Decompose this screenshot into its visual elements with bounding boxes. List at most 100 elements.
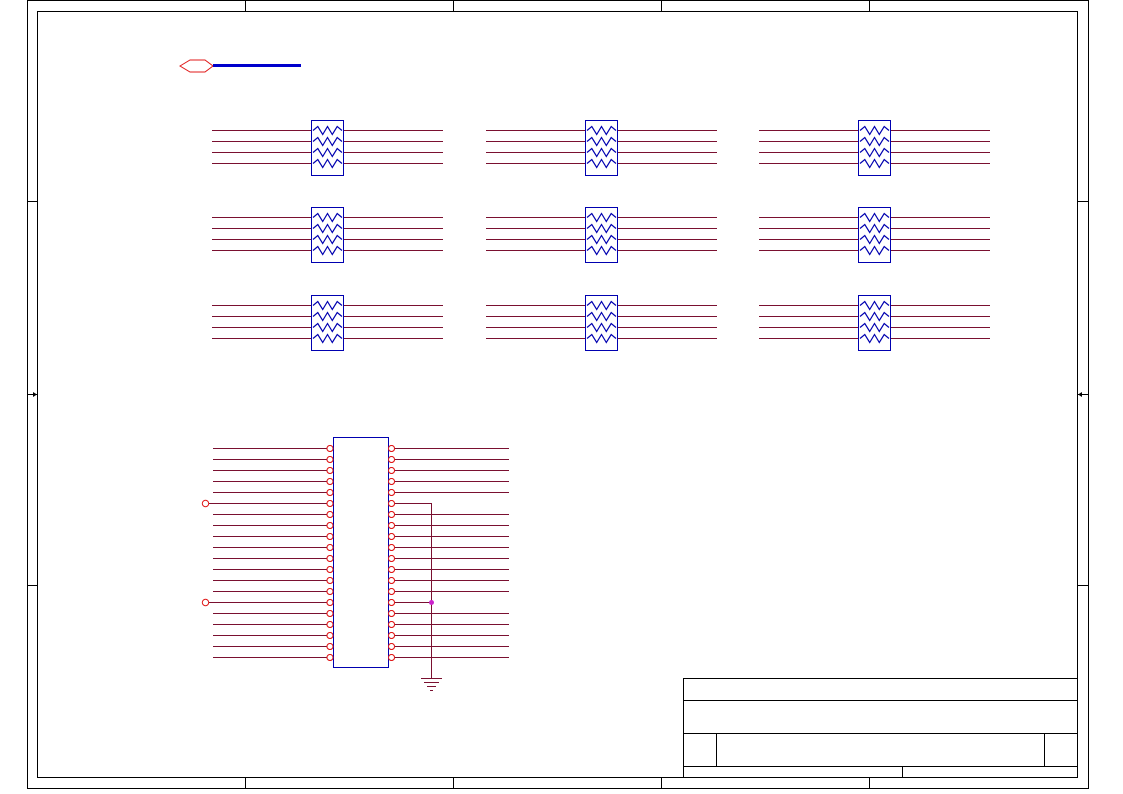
resistor-network-body bbox=[858, 120, 891, 176]
pin-end bbox=[326, 632, 334, 639]
pin-end bbox=[326, 610, 334, 617]
resistor-element bbox=[859, 147, 890, 158]
bus-port[interactable] bbox=[179, 59, 301, 73]
resistor-network bbox=[212, 120, 443, 176]
inner-border bbox=[37, 11, 1078, 778]
off-page-port bbox=[201, 598, 210, 607]
pin-end bbox=[388, 467, 395, 474]
pin-end bbox=[388, 610, 395, 617]
resistor-element bbox=[312, 158, 343, 169]
resistor-element bbox=[312, 322, 343, 333]
resistor-element bbox=[312, 234, 343, 245]
resistor-element bbox=[586, 245, 617, 256]
resistor-element bbox=[859, 245, 890, 256]
center-arrow-right bbox=[1078, 392, 1082, 397]
pin-end bbox=[388, 566, 395, 573]
pin-end bbox=[326, 467, 334, 474]
resistor-network bbox=[212, 207, 443, 263]
resistor-network bbox=[212, 295, 443, 351]
off-page-port bbox=[201, 499, 210, 508]
resistor-network-body bbox=[585, 295, 618, 351]
pin-end bbox=[388, 445, 395, 452]
resistor-network-body bbox=[311, 120, 344, 176]
resistor-network bbox=[486, 120, 717, 176]
resistor-element bbox=[859, 125, 890, 136]
sheet-frame bbox=[27, 0, 1089, 789]
resistor-element bbox=[859, 212, 890, 223]
center-arrow-left bbox=[33, 392, 37, 397]
resistor-element bbox=[312, 245, 343, 256]
outer-border bbox=[27, 0, 1089, 789]
pin-end bbox=[388, 478, 395, 485]
pin-end bbox=[388, 522, 395, 529]
resistor-network bbox=[759, 120, 990, 176]
resistor-element bbox=[859, 333, 890, 344]
pin-end bbox=[326, 522, 334, 529]
pin-end bbox=[326, 599, 334, 606]
pin-end bbox=[388, 489, 395, 496]
resistor-element bbox=[312, 300, 343, 311]
resistor-element bbox=[586, 212, 617, 223]
pin-end bbox=[388, 621, 395, 628]
resistor-element bbox=[859, 234, 890, 245]
pin-end bbox=[388, 654, 395, 661]
pin-end bbox=[326, 456, 334, 463]
resistor-network-body bbox=[311, 207, 344, 263]
resistor-element bbox=[586, 125, 617, 136]
bus-port-shape bbox=[179, 59, 214, 73]
resistor-network bbox=[759, 207, 990, 263]
pin-end bbox=[326, 478, 334, 485]
junction-dot bbox=[429, 600, 434, 605]
resistor-element bbox=[586, 147, 617, 158]
resistor-element bbox=[586, 311, 617, 322]
resistor-network bbox=[759, 295, 990, 351]
resistor-element bbox=[312, 333, 343, 344]
resistor-element bbox=[586, 234, 617, 245]
connector-section bbox=[201, 437, 509, 691]
resistor-element bbox=[312, 147, 343, 158]
pin-end bbox=[388, 632, 395, 639]
resistor-element bbox=[859, 311, 890, 322]
title-block-frame bbox=[683, 678, 1078, 778]
pin-end bbox=[388, 544, 395, 551]
pin-end bbox=[326, 489, 334, 496]
pin-end bbox=[326, 588, 334, 595]
pin-end bbox=[388, 588, 395, 595]
pin-end bbox=[326, 654, 334, 661]
pin-end bbox=[388, 599, 395, 606]
resistor-network-body bbox=[858, 207, 891, 263]
pin-end bbox=[388, 577, 395, 584]
resistor-network bbox=[486, 295, 717, 351]
resistor-element bbox=[312, 136, 343, 147]
pin-end bbox=[388, 533, 395, 540]
pin-end bbox=[326, 643, 334, 650]
connector-body bbox=[333, 437, 389, 668]
pin-end bbox=[326, 555, 334, 562]
pin-end bbox=[326, 621, 334, 628]
pin-end bbox=[326, 500, 334, 507]
resistor-element bbox=[586, 333, 617, 344]
resistor-network-body bbox=[858, 295, 891, 351]
pin-end bbox=[326, 544, 334, 551]
resistor-element bbox=[312, 311, 343, 322]
pin-end bbox=[326, 533, 334, 540]
pin-end bbox=[388, 500, 395, 507]
resistor-element bbox=[586, 158, 617, 169]
resistor-element bbox=[312, 212, 343, 223]
resistor-element bbox=[859, 322, 890, 333]
resistor-element bbox=[586, 300, 617, 311]
resistor-network-body bbox=[311, 295, 344, 351]
pin-end bbox=[388, 643, 395, 650]
resistor-element bbox=[586, 322, 617, 333]
resistor-element bbox=[859, 158, 890, 169]
pin-end bbox=[326, 511, 334, 518]
pin-end bbox=[326, 566, 334, 573]
title-block bbox=[683, 678, 1078, 778]
resistor-element bbox=[859, 300, 890, 311]
pin-end bbox=[388, 456, 395, 463]
pin-end bbox=[388, 511, 395, 518]
resistor-element bbox=[859, 223, 890, 234]
resistor-element bbox=[859, 136, 890, 147]
resistor-network-body bbox=[585, 207, 618, 263]
